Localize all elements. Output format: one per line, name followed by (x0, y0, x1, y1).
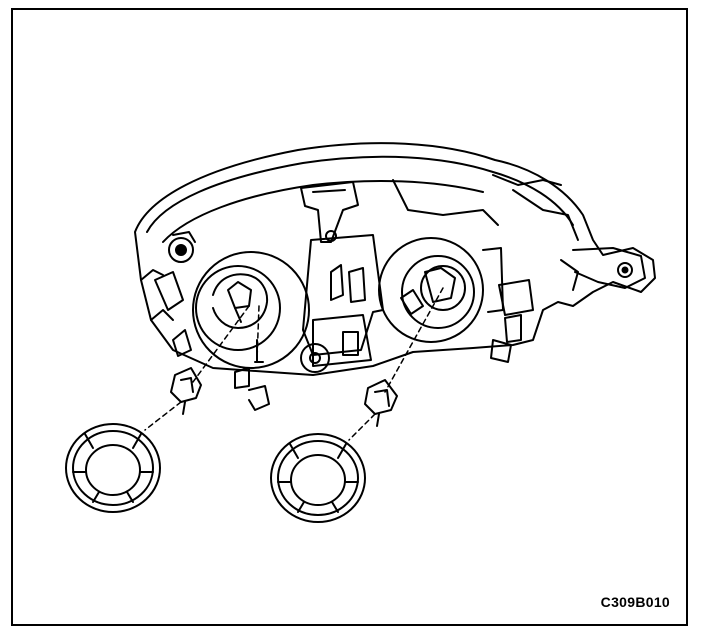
bulb-socket-left (170, 367, 202, 415)
electrical-connector (300, 230, 384, 373)
top-bracket (300, 181, 359, 243)
bulb-socket-right (364, 379, 398, 427)
dust-cap-right (270, 433, 366, 523)
high-beam-bulb (378, 237, 504, 343)
mounting-bracket (560, 247, 646, 291)
side-connector (490, 279, 534, 363)
low-beam-bulb (154, 231, 310, 369)
headlamp-housing (134, 142, 656, 376)
headlamp-diagram (65, 142, 656, 523)
dust-cap-left (65, 423, 161, 513)
leader-lines (144, 287, 444, 441)
figure-code-label: C309B010 (600, 594, 670, 610)
diagram-frame: C309B010 (11, 8, 688, 626)
